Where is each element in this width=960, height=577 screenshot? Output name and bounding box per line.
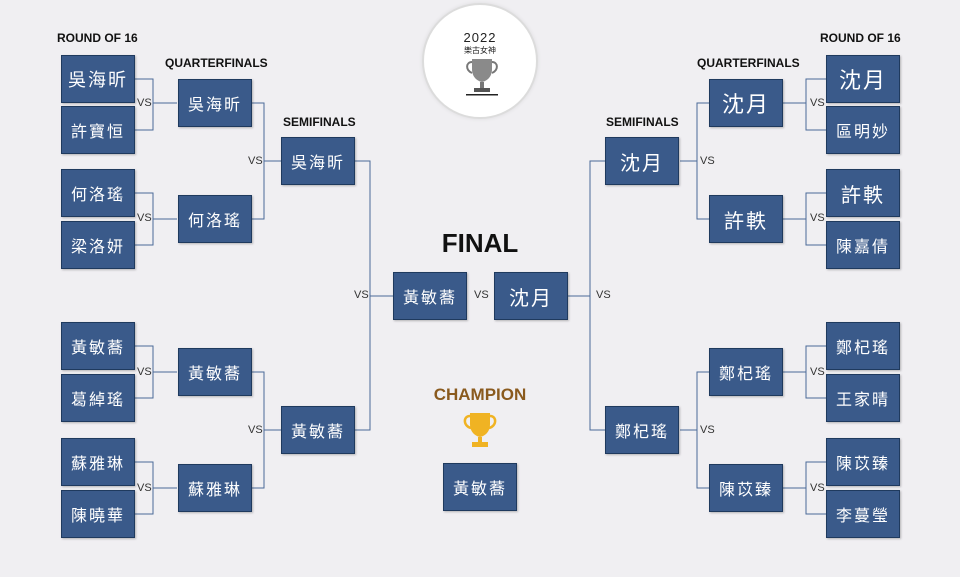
right-qf-player-2: 許軼 xyxy=(709,195,783,243)
right-r16-player-3: 許軼 xyxy=(826,169,900,217)
vs-label: VS xyxy=(474,289,489,301)
left-r16-player-2: 許寶恒 xyxy=(61,106,135,154)
header-quarterfinals-left: QUARTERFINALS xyxy=(165,56,268,70)
right-r16-player-4: 陳嘉倩 xyxy=(826,221,900,269)
vs-label: VS xyxy=(137,366,152,378)
right-r16-player-7: 陳苡臻 xyxy=(826,438,900,486)
header-champion: CHAMPION xyxy=(433,385,527,404)
final-player-left: 黃敏蕎 xyxy=(393,272,467,320)
left-r16-player-5: 黃敏蕎 xyxy=(61,322,135,370)
final-player-right: 沈月 xyxy=(494,272,568,320)
left-r16-player-6: 葛綽瑤 xyxy=(61,374,135,422)
left-qf-player-1: 吳海昕 xyxy=(178,79,252,127)
left-qf-player-2: 何洛瑤 xyxy=(178,195,252,243)
vs-label: VS xyxy=(810,366,825,378)
vs-label: VS xyxy=(700,424,715,436)
header-semifinals-left: SEMIFINALS xyxy=(283,115,356,129)
champion-trophy-icon xyxy=(463,413,497,447)
vs-label: VS xyxy=(810,212,825,224)
vs-label: VS xyxy=(596,289,611,301)
right-r16-player-8: 李蔓瑩 xyxy=(826,490,900,538)
logo-year: 2022 xyxy=(463,30,497,45)
right-r16-player-2: 區明妙 xyxy=(826,106,900,154)
left-sf-player-1: 吳海昕 xyxy=(281,137,355,185)
header-final: FINAL xyxy=(441,228,519,258)
header-quarterfinals-right: QUARTERFINALS xyxy=(697,56,800,70)
left-r16-player-4: 梁洛妍 xyxy=(61,221,135,269)
vs-label: VS xyxy=(810,482,825,494)
right-qf-player-4: 陳苡臻 xyxy=(709,464,783,512)
left-qf-player-3: 黃敏蕎 xyxy=(178,348,252,396)
left-qf-player-4: 蘇雅琳 xyxy=(178,464,252,512)
champion-player: 黃敏蕎 xyxy=(443,463,517,511)
left-r16-player-8: 陳曉華 xyxy=(61,490,135,538)
right-r16-player-1: 沈月 xyxy=(826,55,900,103)
logo-title: 樂古女神 xyxy=(464,46,496,55)
right-sf-player-2: 鄭杞瑤 xyxy=(605,406,679,454)
header-semifinals-right: SEMIFINALS xyxy=(606,115,679,129)
right-r16-player-5: 鄭杞瑤 xyxy=(826,322,900,370)
left-sf-player-2: 黃敏蕎 xyxy=(281,406,355,454)
right-qf-player-1: 沈月 xyxy=(709,79,783,127)
vs-label: VS xyxy=(248,424,263,436)
tournament-logo: 2022 樂古女神 xyxy=(422,3,538,119)
right-sf-player-1: 沈月 xyxy=(605,137,679,185)
trophy-icon xyxy=(466,59,498,96)
left-r16-player-7: 蘇雅琳 xyxy=(61,438,135,486)
vs-label: VS xyxy=(700,155,715,167)
vs-label: VS xyxy=(137,97,152,109)
vs-label: VS xyxy=(137,482,152,494)
vs-label: VS xyxy=(137,212,152,224)
left-r16-player-3: 何洛瑤 xyxy=(61,169,135,217)
vs-label: VS xyxy=(810,97,825,109)
right-r16-player-6: 王家晴 xyxy=(826,374,900,422)
vs-label: VS xyxy=(354,289,369,301)
left-r16-player-1: 吳海昕 xyxy=(61,55,135,103)
header-round-of-16-right: ROUND OF 16 xyxy=(820,31,901,45)
header-round-of-16-left: ROUND OF 16 xyxy=(57,31,138,45)
vs-label: VS xyxy=(248,155,263,167)
right-qf-player-3: 鄭杞瑤 xyxy=(709,348,783,396)
